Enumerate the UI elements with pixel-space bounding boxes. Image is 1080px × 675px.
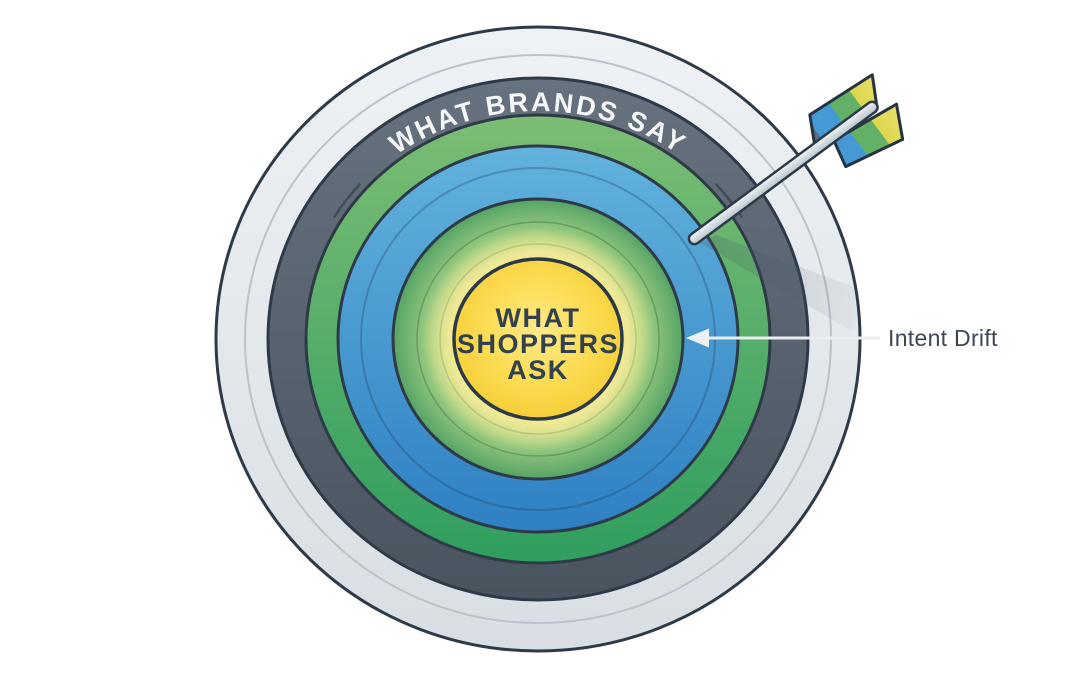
bullseye-label-line-2: SHOPPERS <box>457 329 619 359</box>
dart-shadow <box>700 235 858 330</box>
annotation-label: Intent Drift <box>888 325 998 351</box>
bullseye-label-line-1: WHAT <box>496 303 581 333</box>
dart-shaft <box>687 100 879 246</box>
left-arrow-icon <box>686 328 709 348</box>
annotation-group: Intent Drift <box>686 325 998 351</box>
dart-arrow-icon <box>687 73 905 246</box>
bullseye-label-line-3: ASK <box>507 355 569 385</box>
label-accent-tick-left <box>333 183 361 218</box>
dart-fletching-lower <box>832 102 905 169</box>
ring-green-inner-line-outer <box>416 221 660 457</box>
target-rings <box>214 25 862 653</box>
bullseye-label: WHAT SHOPPERS ASK <box>457 303 619 385</box>
bullseye-circle <box>452 257 624 421</box>
label-accent-tick-right <box>715 183 743 218</box>
